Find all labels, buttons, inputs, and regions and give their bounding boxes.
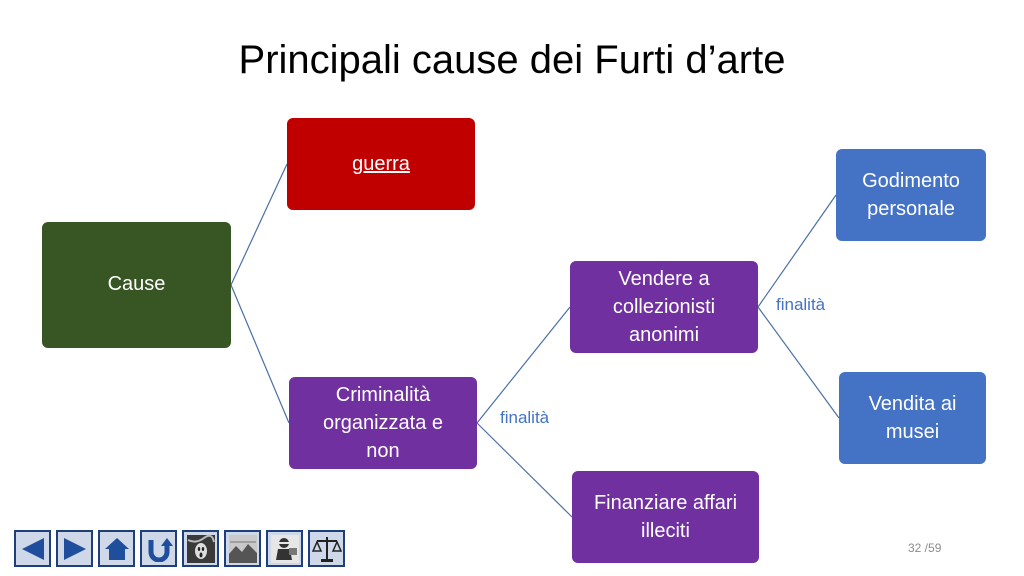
navigation-bar	[14, 530, 345, 567]
next-slide-button[interactable]	[56, 530, 93, 567]
scream-painting-button[interactable]	[182, 530, 219, 567]
node-guerra-link[interactable]: guerra	[352, 153, 410, 175]
node-godimento: Godimento personale	[836, 149, 986, 241]
node-vendere: Vendere a collezionisti anonimi	[570, 261, 758, 353]
home-button[interactable]	[98, 530, 135, 567]
node-vendita-musei: Vendita ai musei	[839, 372, 986, 464]
connector-criminalita-finanziare	[476, 422, 573, 518]
landscape-painting-button[interactable]	[224, 530, 261, 567]
node-cause: Cause	[42, 222, 231, 348]
connector-cause-criminalita	[230, 284, 290, 424]
scales-button[interactable]	[308, 530, 345, 567]
connector-vendere-musei	[757, 306, 840, 419]
scream-painting-icon	[186, 534, 215, 563]
node-criminalita: Criminalità organizzata e non	[289, 377, 477, 469]
arrow-right-icon	[63, 537, 86, 560]
edge-label-finalita-1: finalità	[500, 408, 550, 427]
prev-slide-button[interactable]	[14, 530, 51, 567]
node-finanziare: Finanziare affari illeciti	[572, 471, 759, 563]
return-button[interactable]	[140, 530, 177, 567]
connector-cause-guerra	[230, 163, 288, 286]
return-icon	[148, 537, 173, 562]
node-guerra[interactable]: guerra	[287, 118, 475, 210]
slide-title: Principali cause dei Furti d’arte	[238, 38, 786, 82]
landscape-painting-icon	[228, 534, 257, 563]
connector-criminalita-vendere	[476, 306, 571, 424]
thief-icon	[270, 534, 299, 563]
scales-of-justice-icon	[311, 536, 342, 562]
connector-vendere-godimento	[757, 194, 837, 308]
arrow-left-icon	[21, 537, 44, 560]
page-number: 32 /59	[908, 541, 942, 555]
edge-label-finalita-2: finalità	[776, 295, 826, 314]
thief-button[interactable]	[266, 530, 303, 567]
home-icon	[104, 537, 129, 560]
